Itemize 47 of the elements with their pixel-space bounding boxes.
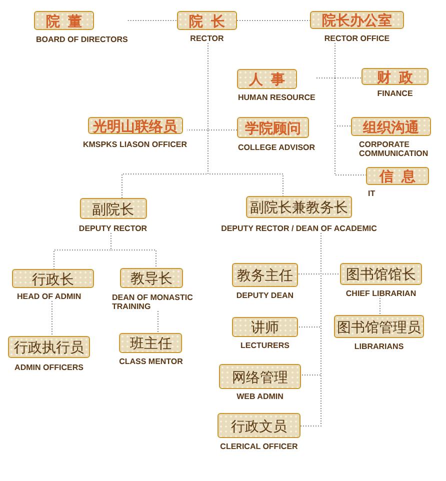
role-box: 图书馆馆长 (340, 263, 422, 285)
connector-line (236, 20, 310, 21)
role-box: 院董 (34, 11, 94, 30)
english-caption: DEPUTY DEAN (236, 291, 294, 300)
connector-line (334, 42, 366, 176)
english-caption: CORPORATE COMMUNICATION (359, 140, 430, 158)
english-caption: KMSPKS LIASON OFFICER (83, 140, 187, 149)
role-box: 副院长兼教务长 (246, 196, 352, 218)
role-box: 行政文员 (218, 413, 300, 438)
role-box: 班主任 (120, 333, 182, 353)
english-caption: RECTOR OFFICE (324, 34, 390, 43)
english-caption: IT (368, 189, 376, 198)
english-caption: HEAD OF ADMIN (17, 292, 82, 301)
english-caption: ADMIN OFFICERS (14, 363, 84, 372)
role-box: 教务主任 (232, 263, 298, 287)
english-caption: RECTOR (190, 34, 224, 43)
role-box: 财政 (362, 68, 428, 85)
role-box: 行政执行员 (8, 336, 90, 358)
english-caption: COLLEGE ADVISOR (238, 143, 316, 152)
role-box: 副院长 (80, 198, 146, 219)
role-box: 组织沟通 (351, 117, 431, 136)
role-box: 网络管理 (219, 364, 301, 389)
role-box: 学院顾问 (237, 117, 309, 138)
role-box: 教导长 (120, 268, 183, 288)
role-box: 行政长 (12, 269, 94, 288)
connector-line (127, 20, 178, 21)
english-caption: LIBRARIANS (354, 342, 404, 351)
role-box: 讲师 (232, 317, 298, 337)
english-caption: WEB ADMIN (236, 392, 284, 401)
role-box: 院长 (177, 11, 237, 30)
english-caption: DEAN OF MONASTIC TRAINING (112, 293, 194, 311)
role-box: 光明山联络员 (88, 117, 182, 134)
english-caption: DEPUTY RECTOR / DEAN OF ACADEMIC (221, 224, 377, 233)
english-caption: LECTURERS (240, 341, 290, 350)
english-caption: FINANCE (377, 89, 413, 98)
role-box: 人事 (237, 69, 297, 89)
english-caption: CLERICAL OFFICER (220, 442, 298, 451)
connector-line (110, 232, 156, 268)
connector-line (300, 232, 322, 426)
role-box: 信息 (366, 167, 429, 185)
english-caption: CHIEF LIBRARIAN (346, 289, 416, 298)
english-caption: CLASS MENTOR (119, 357, 183, 366)
english-caption: BOARD OF DIRECTORS (36, 35, 128, 44)
english-caption: HUMAN RESOURCE (238, 93, 316, 102)
role-box: 图书馆管理员 (334, 315, 424, 338)
role-box: 院长办公室 (310, 11, 404, 29)
english-caption: DEPUTY RECTOR (78, 224, 148, 233)
